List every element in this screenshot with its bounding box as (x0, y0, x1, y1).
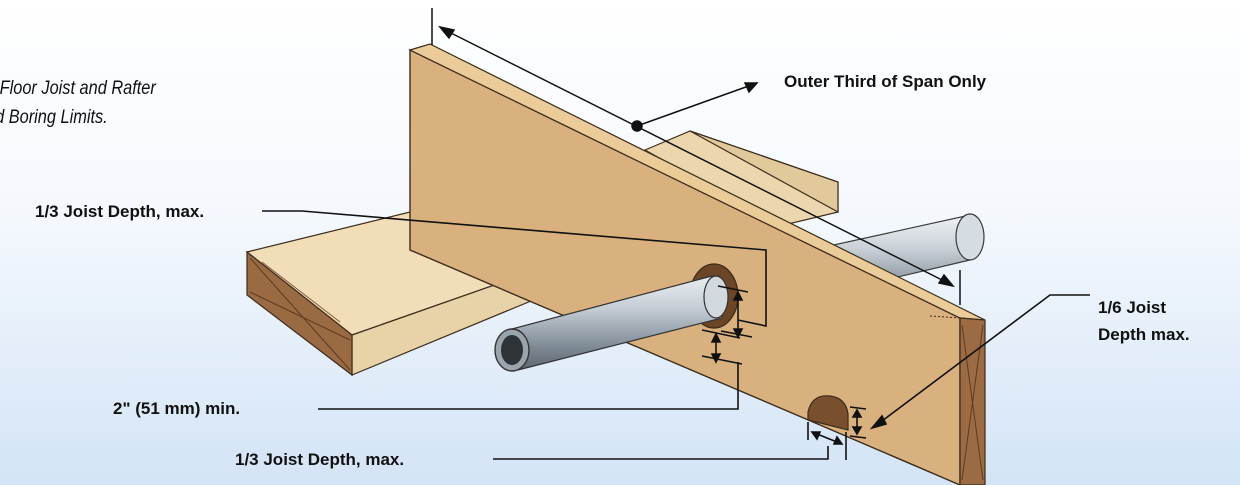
edge-distance-leader (318, 329, 743, 410)
hole-depth-leader (262, 210, 767, 339)
notch-depth-label-line1: 1/6 Joist (1098, 298, 1167, 317)
bottom-notch (807, 395, 849, 431)
caption-line-1: n Floor Joist and Rafter (0, 78, 156, 99)
figure-caption: n Floor Joist and Rafter nd Boring Limit… (0, 74, 244, 132)
hole-depth-label: 1/3 Joist Depth, max. (35, 202, 205, 221)
span-dimension (431, 8, 961, 305)
notch-depth-leader (849, 294, 1090, 439)
notch-width-label: 1/3 Joist Depth, max. (235, 450, 405, 469)
caption-line-2: nd Boring Limits. (0, 107, 108, 128)
notch-depth-label-line2: Depth max. (1098, 325, 1190, 344)
edge-distance-label: 2" (51 mm) min. (113, 399, 241, 418)
notch-width-leader (493, 422, 847, 460)
outer-third-label: Outer Third of Span Only (784, 72, 987, 91)
